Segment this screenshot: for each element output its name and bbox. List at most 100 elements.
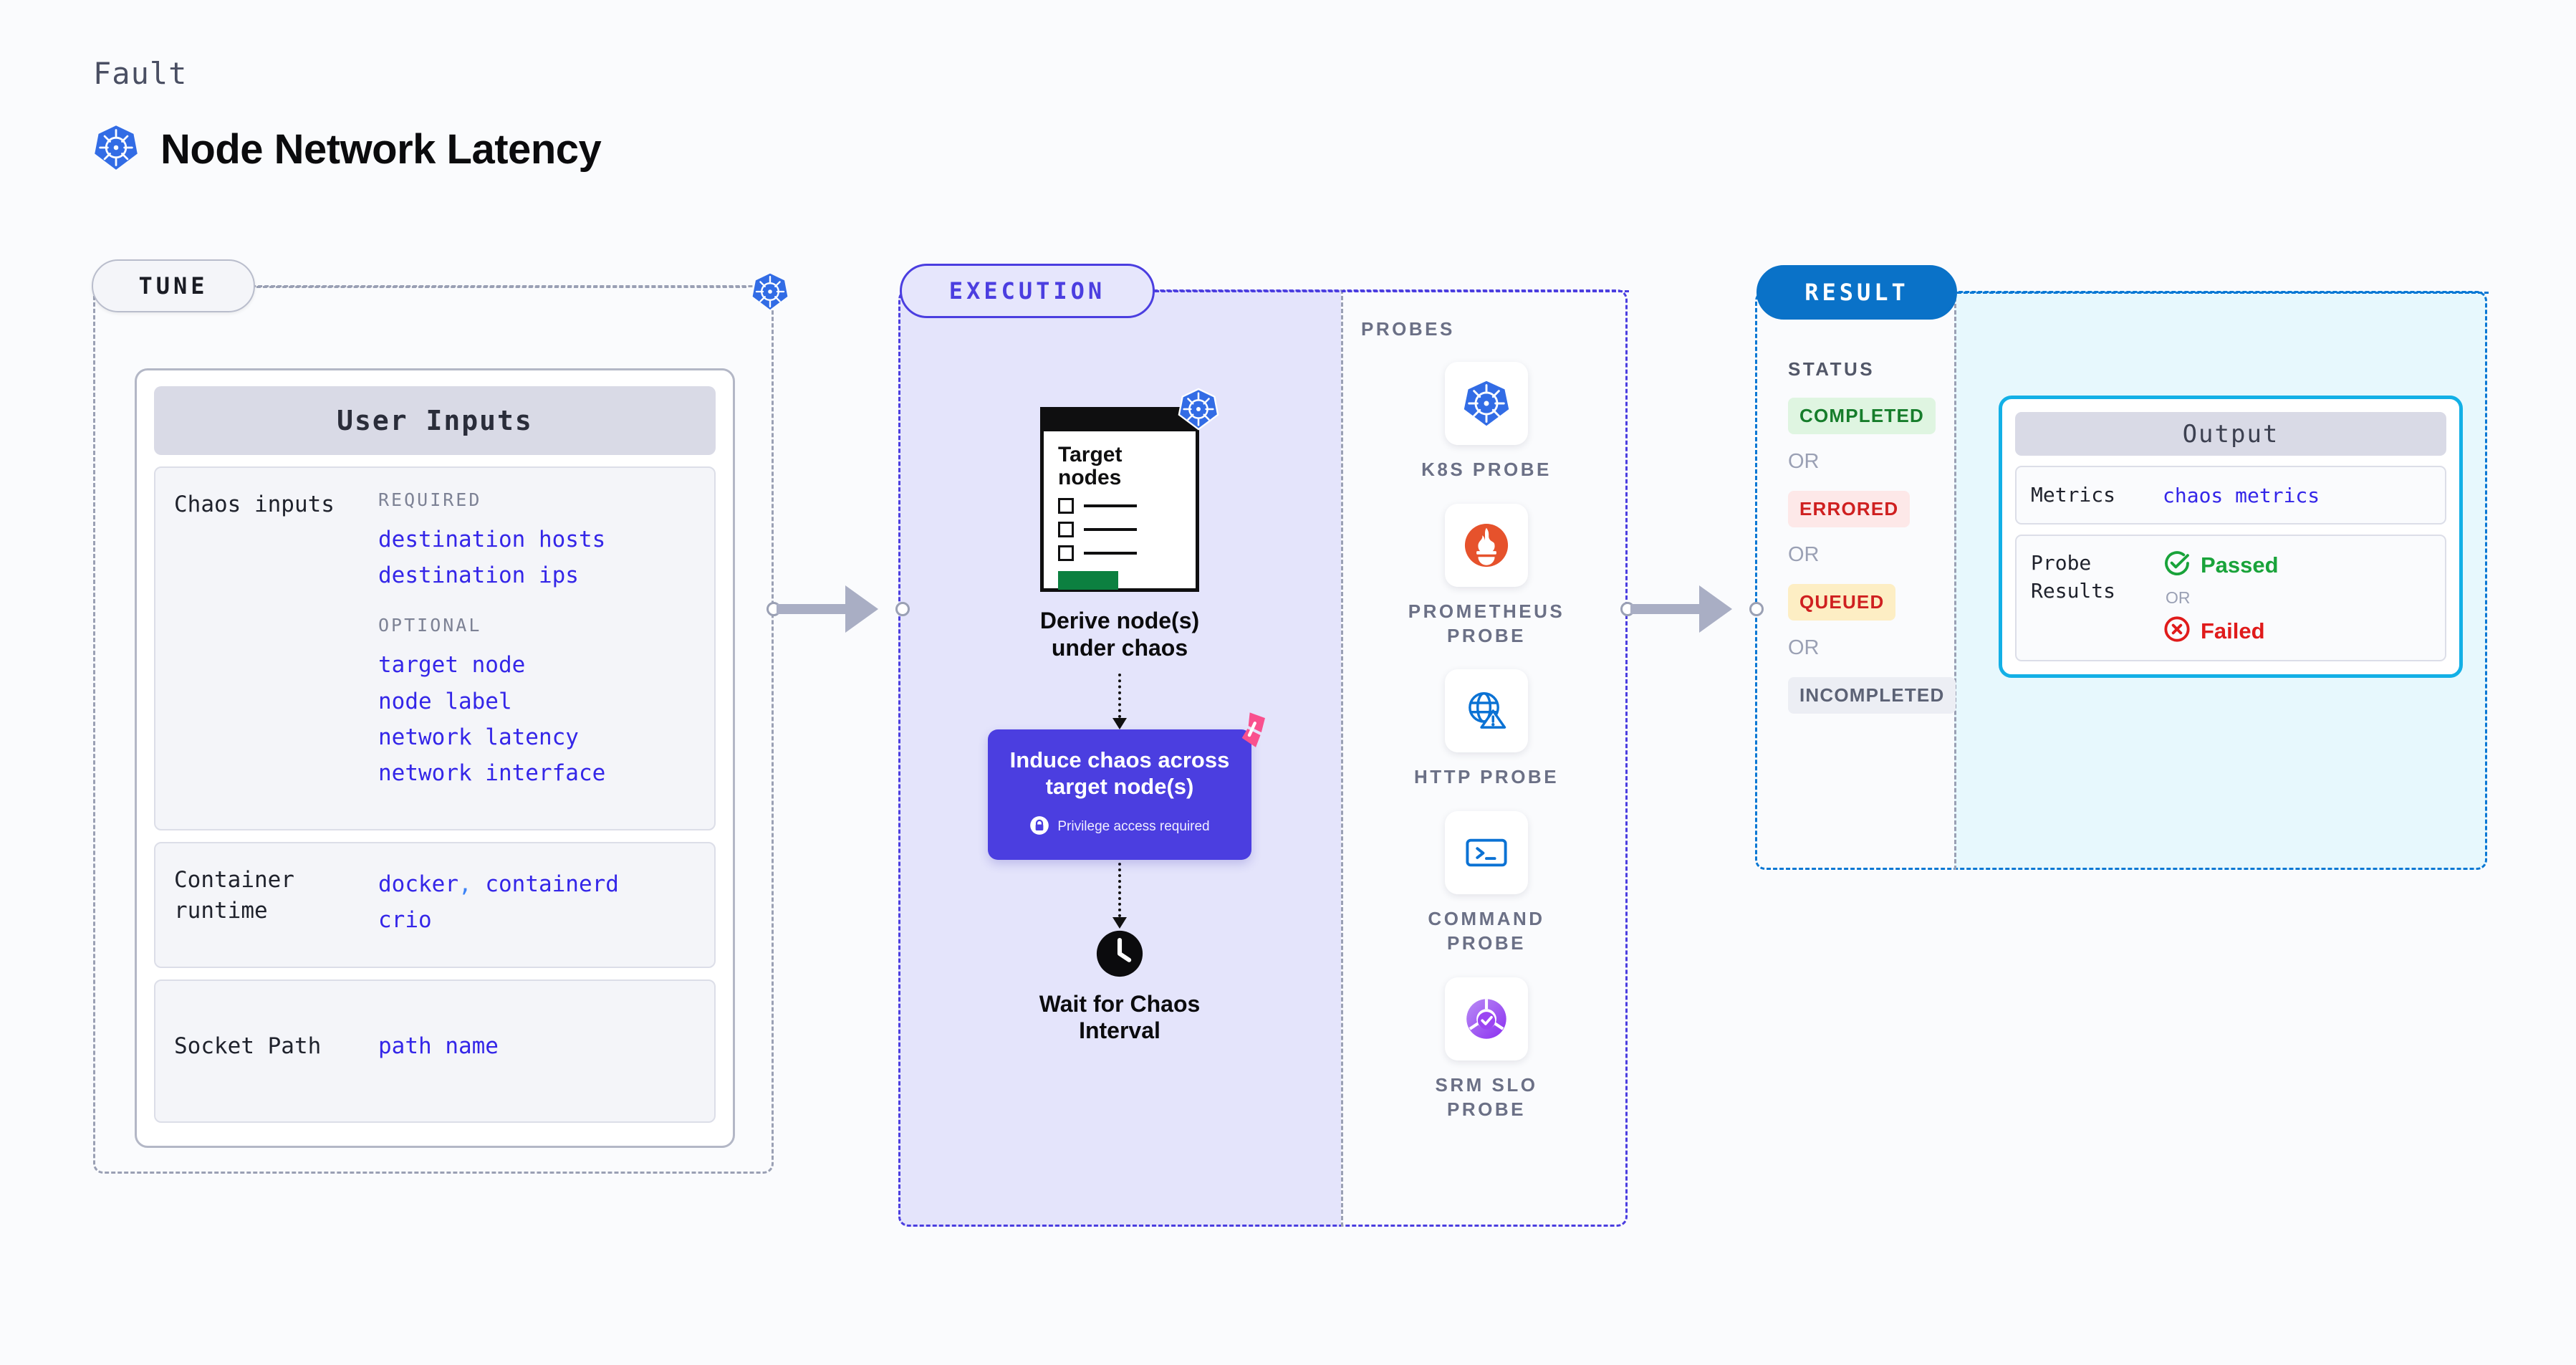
- metrics-value[interactable]: chaos metrics: [2163, 483, 2320, 507]
- connector-execution-to-result: [1620, 580, 1764, 638]
- required-group-title: REQUIRED: [378, 489, 482, 510]
- wait-chaos-interval-node: Wait for Chaos Interval: [1039, 929, 1201, 1045]
- doc-line: [1084, 552, 1137, 555]
- x-circle-icon: [2163, 615, 2191, 647]
- status-title: STATUS: [1788, 358, 1875, 380]
- input-destination-ips[interactable]: destination ips: [378, 562, 579, 589]
- input-network-latency[interactable]: network latency: [378, 724, 579, 750]
- failed-label: Failed: [2201, 618, 2265, 643]
- probes-title: PROBES: [1361, 318, 1455, 340]
- eyebrow-label: Fault: [93, 56, 188, 91]
- status-or-1: OR: [1788, 450, 1820, 473]
- chaos-inputs-section: Chaos inputs REQUIRED destination hosts …: [154, 466, 716, 830]
- wait-caption-line2: Interval: [1079, 1017, 1160, 1044]
- status-badge-errored: ERRORED: [1788, 491, 1911, 527]
- tune-pill-dash: [256, 286, 746, 288]
- status-badge-completed: COMPLETED: [1788, 398, 1936, 434]
- probe-k8s[interactable]: K8S PROBE: [1421, 362, 1552, 482]
- socket-path-value[interactable]: path name: [378, 1033, 499, 1059]
- probe-label: K8S PROBE: [1421, 459, 1552, 480]
- output-card: Output Metrics chaos metrics Probe Resul…: [1999, 396, 2463, 678]
- passed-label: Passed: [2201, 552, 2279, 578]
- induce-chaos-node[interactable]: Induce chaos across target node(s) Privi…: [988, 712, 1265, 860]
- checkbox-icon: [1058, 497, 1074, 514]
- value-docker[interactable]: docker: [378, 871, 458, 897]
- probe-command[interactable]: COMMAND PROBE: [1428, 811, 1544, 956]
- probe-result-failed: Failed: [2163, 615, 2431, 647]
- prometheus-icon: [1445, 503, 1528, 587]
- probes-column: PROBES K8S PROBE: [1345, 289, 1628, 1227]
- page-title-row: Node Network Latency: [92, 123, 602, 176]
- execution-pill-dash: [1155, 290, 1629, 292]
- value-crio[interactable]: crio: [378, 907, 432, 934]
- input-node-label[interactable]: node label: [378, 688, 512, 714]
- status-or-2: OR: [1788, 543, 1820, 566]
- derive-caption-line1: Derive node(s): [1039, 608, 1200, 633]
- stage-pill-result[interactable]: RESULT: [1756, 265, 1957, 320]
- page-title: Node Network Latency: [160, 126, 602, 173]
- container-runtime-section: Container runtime docker, containerd cri…: [154, 842, 716, 968]
- stage-pill-tune[interactable]: TUNE: [92, 259, 255, 312]
- connector-tune-to-execution: [766, 580, 910, 638]
- wait-caption: Wait for Chaos Interval: [1039, 991, 1201, 1045]
- container-runtime-label: Container runtime: [174, 867, 294, 924]
- output-title: Output: [2015, 412, 2446, 456]
- execution-probes-divider: [1341, 289, 1343, 1227]
- kubernetes-icon: [1444, 362, 1528, 445]
- input-target-node[interactable]: target node: [378, 652, 526, 679]
- probe-label: SRM SLO PROBE: [1435, 1073, 1538, 1120]
- kubernetes-icon: [1176, 387, 1221, 435]
- doc-line: [1084, 528, 1137, 531]
- kubernetes-icon: [92, 123, 140, 176]
- probe-prometheus[interactable]: PROMETHEUS PROBE: [1408, 503, 1565, 648]
- stage-pill-execution[interactable]: EXECUTION: [900, 264, 1155, 318]
- result-pill-dash: [1957, 292, 2489, 294]
- clock-icon: [1095, 929, 1145, 982]
- socket-path-label: Socket Path: [174, 1033, 322, 1059]
- terminal-icon: [1445, 811, 1528, 895]
- srm-slo-icon: [1444, 977, 1528, 1060]
- doc-green-bar: [1058, 570, 1118, 590]
- probe-label: HTTP PROBE: [1413, 766, 1559, 788]
- value-containerd[interactable]: containerd: [485, 871, 619, 897]
- kubernetes-icon: [749, 271, 791, 316]
- target-nodes-document: Target nodes: [1040, 388, 1219, 592]
- status-badge-queued: QUEUED: [1788, 584, 1896, 621]
- chaos-title-line2: target node(s): [1045, 773, 1194, 799]
- doc-titlebar: [1040, 407, 1199, 431]
- chaos-inputs-label: Chaos inputs: [174, 492, 335, 517]
- probe-srm-slo[interactable]: SRM SLO PROBE: [1436, 977, 1538, 1122]
- chaos-title-line1: Induce chaos across: [1009, 747, 1230, 772]
- harness-logo-icon: [1227, 707, 1272, 755]
- derive-caption-line2: under chaos: [1051, 634, 1188, 661]
- probe-label: PROMETHEUS PROBE: [1408, 600, 1565, 646]
- privilege-text: Privilege access required: [1057, 819, 1210, 835]
- flow-arrow-2: [1112, 862, 1127, 929]
- privilege-notice: Privilege access required: [1029, 815, 1210, 839]
- user-inputs-card: User Inputs Chaos inputs REQUIRED destin…: [135, 368, 735, 1148]
- lock-icon: [1029, 815, 1049, 839]
- optional-group-title: OPTIONAL: [378, 615, 482, 636]
- input-network-interface[interactable]: network interface: [378, 760, 606, 787]
- doc-checkbox-row: [1058, 497, 1184, 514]
- probe-results-label-line2: Results: [2031, 579, 2116, 603]
- output-metrics-section: Metrics chaos metrics: [2015, 466, 2446, 525]
- container-runtime-values-row1[interactable]: docker, containerd: [378, 866, 696, 902]
- input-destination-hosts[interactable]: destination hosts: [378, 527, 606, 552]
- status-or-3: OR: [1788, 636, 1820, 659]
- socket-path-section: Socket Path path name: [154, 980, 716, 1123]
- checkbox-icon: [1058, 521, 1074, 537]
- execution-flow: Target nodes: [898, 289, 1341, 1227]
- doc-title-line2: nodes: [1058, 466, 1122, 490]
- probe-http[interactable]: HTTP PROBE: [1414, 669, 1559, 790]
- check-circle-icon: [2163, 549, 2191, 581]
- probe-results-label-line1: Probe: [2031, 551, 2092, 575]
- doc-line: [1084, 504, 1137, 507]
- doc-checkbox-row: [1058, 521, 1184, 537]
- result-status-divider: [1954, 291, 1956, 870]
- flow-arrow-1: [1112, 673, 1127, 729]
- probe-result-passed: Passed: [2163, 549, 2431, 581]
- probe-label: COMMAND PROBE: [1428, 908, 1545, 954]
- doc-title-line1: Target: [1058, 443, 1123, 466]
